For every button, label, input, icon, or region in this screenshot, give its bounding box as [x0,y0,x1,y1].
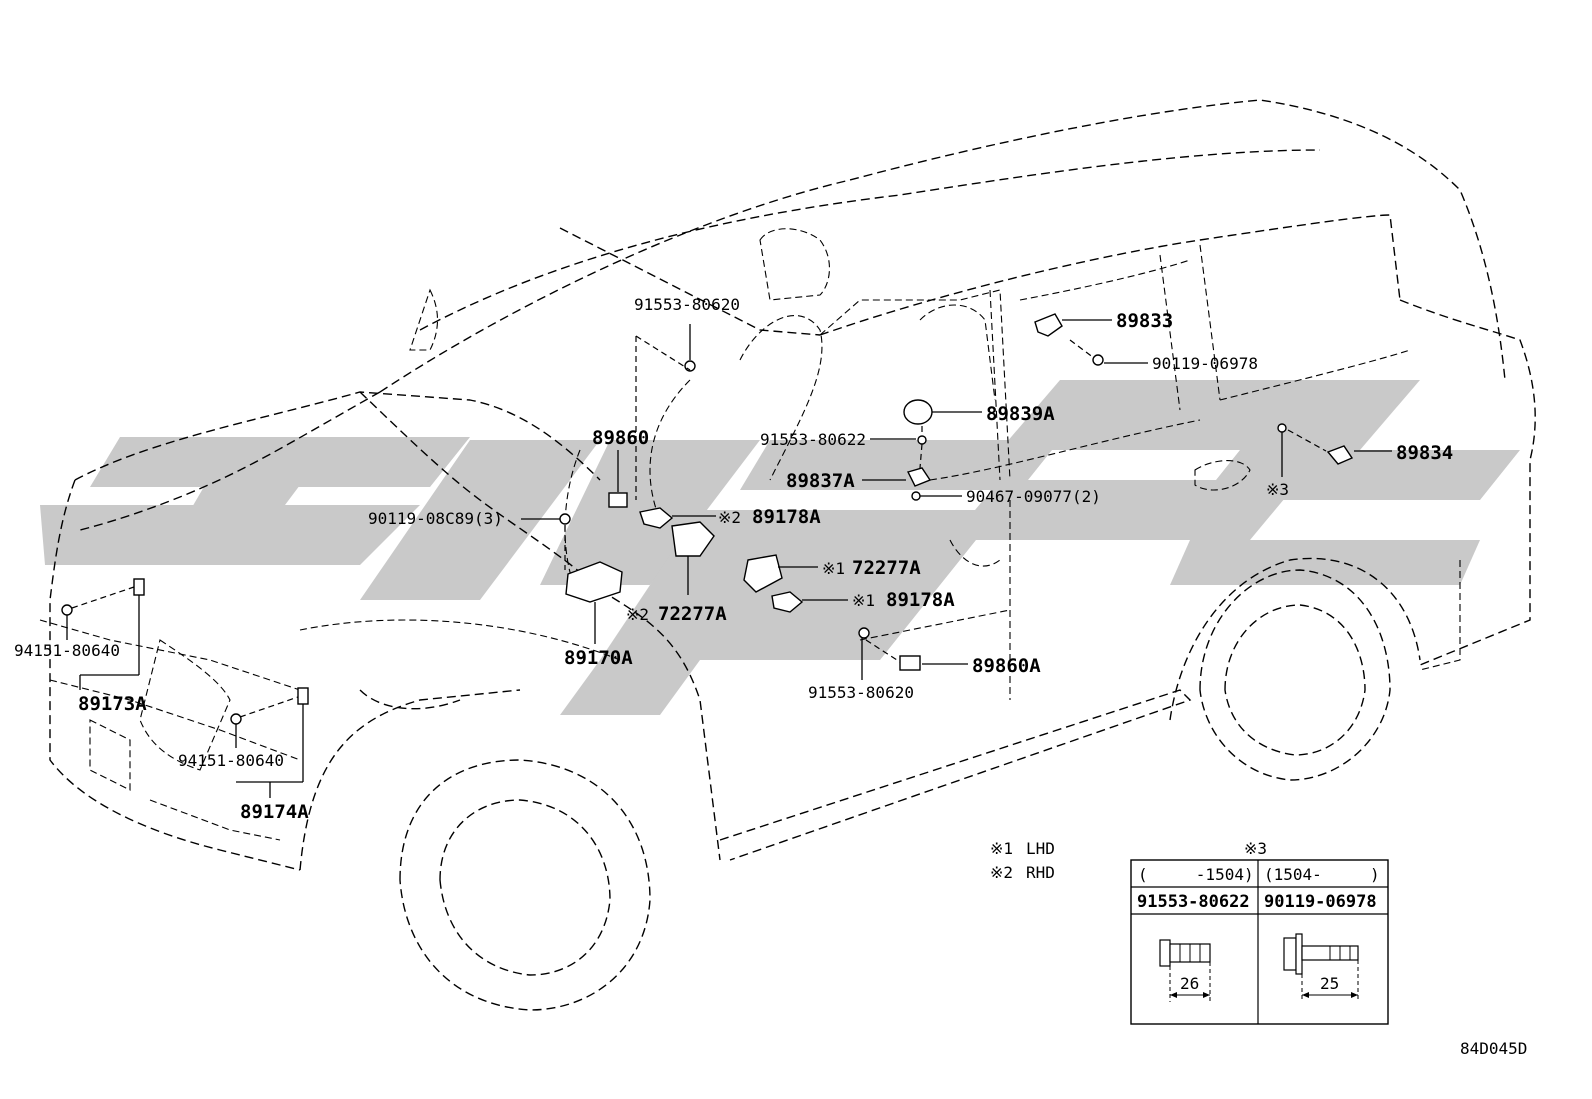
legend-mark-1: ※1 [990,839,1013,858]
mark-2-89178A: ※2 [718,508,741,527]
label-91553-80620-bottom[interactable]: 91553-80620 [808,683,914,702]
table-col2-part[interactable]: 90119-06978 [1264,892,1377,912]
bolt-89834-part [1277,423,1287,433]
table-col2-length: 25 [1320,974,1339,993]
mark-1-89178A: ※1 [852,591,875,610]
leader-lines [66,319,1392,798]
sensor-89173A-part [133,578,145,596]
part-labels: 89833 90119-06978 89839A 91553-80622 898… [14,295,1453,823]
label-91553-80620-top[interactable]: 91553-80620 [634,295,740,314]
bracket-72277A-lhd-part [743,554,783,593]
bolt-26-drawing [1159,939,1211,1002]
bolt-25-drawing [1283,933,1359,1002]
sensor-89178A-lhd-part [771,591,804,613]
mark-1-72277A: ※1 [822,559,845,578]
table-col2-range: (1504- ) [1264,865,1380,884]
label-89174A[interactable]: 89174A [240,801,309,823]
legend-mark-2: ※2 [990,863,1013,882]
bracket-89837A-part [906,467,932,487]
legend-text-lhd: LHD [1026,839,1055,858]
parts [61,313,1354,725]
bolt-91553-80620-bottom-part [858,627,870,639]
label-89839A[interactable]: 89839A [986,403,1055,425]
label-94151-80640-right[interactable]: 94151-80640 [178,751,284,770]
label-94151-80640-left[interactable]: 94151-80640 [14,641,120,660]
label-90119-08C89[interactable]: 90119-08C89(3) [368,509,503,528]
label-89173A[interactable]: 89173A [78,693,147,715]
nut-94151-80640-left-part [61,604,73,616]
table-col1-part[interactable]: 91553-80622 [1137,892,1250,912]
sensor-89860A-part [899,655,921,671]
vehicle-outline [39,99,1536,1011]
label-89178A-lhd[interactable]: 89178A [886,589,955,611]
label-89860A[interactable]: 89860A [972,655,1041,677]
label-89837A[interactable]: 89837A [786,470,855,492]
diagram-code: 84D045D [1460,1039,1527,1058]
label-89860[interactable]: 89860 [592,427,649,449]
clip-90467-09077-part [911,491,921,501]
label-90467-09077[interactable]: 90467-09077(2) [966,487,1101,506]
label-89834[interactable]: 89834 [1396,442,1453,464]
label-89170A[interactable]: 89170A [564,647,633,669]
table-col1-length: 26 [1180,974,1199,993]
table-title: ※3 [1244,839,1267,858]
sensor-89174A-part [297,687,309,705]
label-89178A-rhd[interactable]: 89178A [752,506,821,528]
airbag-sensor-89170A-part [565,561,623,603]
nut-94151-80640-right-part [230,713,242,725]
sensor-89178A-rhd-part [639,507,674,529]
bolt-90119-06978-part [1092,354,1104,366]
table-col1-range: ( -1504) [1138,865,1254,884]
bracket-72277A-rhd-part [671,521,715,557]
sensor-89834-part [1326,445,1354,465]
bolt-table: ※3 ( -1504) (1504- ) 91553-80622 90119-0… [1130,839,1389,1025]
label-72277A-lhd[interactable]: 72277A [852,557,921,579]
watermark-logo [40,380,1520,715]
legend-text-rhd: RHD [1026,863,1055,882]
sensor-89839A-part [903,399,933,425]
mark-2-72277A: ※2 [626,605,649,624]
bolt-91553-80622-part [917,435,927,445]
label-89833[interactable]: 89833 [1116,310,1173,332]
bolt-90119-08C89-part [559,513,571,525]
label-72277A-rhd[interactable]: 72277A [658,603,727,625]
mark-3-label: ※3 [1266,480,1289,499]
label-91553-80622[interactable]: 91553-80622 [760,430,866,449]
legend: ※1 LHD ※2 RHD [990,839,1055,882]
label-90119-06978[interactable]: 90119-06978 [1152,354,1258,373]
sensor-89860-part [608,492,628,508]
sensor-89833-part [1034,313,1063,337]
